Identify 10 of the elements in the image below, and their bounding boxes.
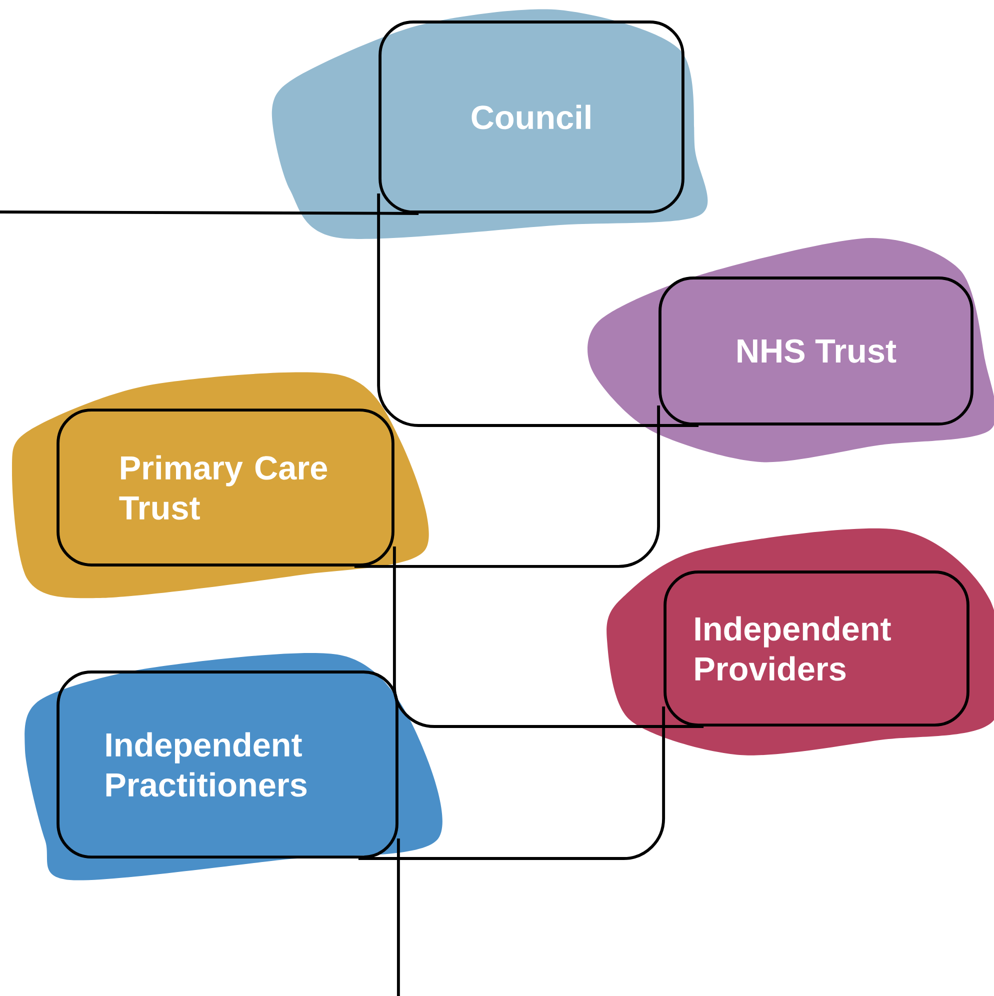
connector-line xyxy=(396,838,400,996)
organisation-blob: NHS Trust xyxy=(588,238,994,462)
organisation-blob: Council xyxy=(272,9,708,239)
connector-line xyxy=(358,706,666,860)
organisation-blob: Independent Practitioners xyxy=(24,653,442,880)
connector-line xyxy=(377,193,699,427)
organisation-blob: Independent Providers xyxy=(606,528,994,756)
connector-line xyxy=(0,210,419,215)
connector-line xyxy=(392,546,704,728)
organisation-blob: Primary Care Trust xyxy=(12,372,429,598)
